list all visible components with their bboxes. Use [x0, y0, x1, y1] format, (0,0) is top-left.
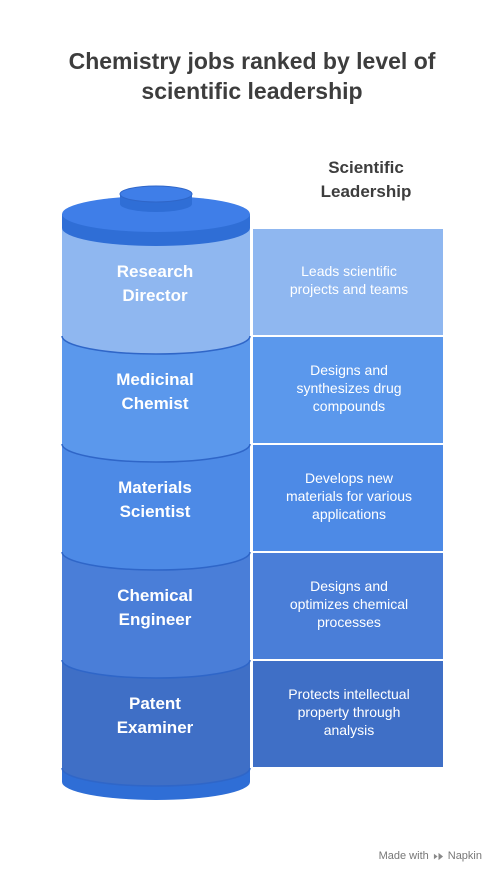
side-column-header: Scientific Leadership — [320, 158, 412, 201]
brand-name: Napkin — [447, 850, 482, 862]
cylinder-segment — [62, 336, 250, 462]
segment-separator — [61, 551, 251, 571]
cylinder-top-face — [62, 196, 250, 232]
role-label: Chemical Engineer — [117, 586, 193, 629]
made-with-text: Made with — [378, 850, 429, 862]
segment-separator — [61, 335, 251, 355]
cylinder-segment — [62, 444, 250, 570]
segment-separator — [61, 443, 251, 463]
role-description: Develops new materials for various appli… — [285, 470, 413, 522]
segment-separator — [61, 767, 251, 787]
diagram-title: Chemistry jobs ranked by level of scient… — [68, 48, 436, 104]
role-label: Patent Examiner — [116, 694, 194, 737]
role-label: Medicinal Chemist — [116, 370, 194, 413]
role-label: Materials Scientist — [118, 478, 192, 521]
description-block — [253, 661, 443, 767]
cylinder-segment — [62, 660, 250, 786]
description-block — [253, 445, 443, 551]
cylinder-knob-top — [119, 185, 193, 203]
description-block — [253, 337, 443, 443]
role-description: Designs and optimizes chemical processes — [289, 578, 409, 630]
cylinder-segment — [62, 552, 250, 678]
role-description: Protects intellectual property through a… — [288, 686, 410, 738]
description-block — [253, 229, 443, 335]
role-description: Designs and synthesizes drug compounds — [296, 362, 402, 414]
segment-separator — [61, 659, 251, 679]
cylinder-segment — [62, 228, 250, 354]
role-description: Leads scientific projects and teams — [289, 263, 409, 297]
role-label: Research Director — [116, 262, 194, 305]
napkin-logo-icon — [433, 852, 443, 860]
footer-credit: Made with Napkin — [379, 850, 482, 862]
description-block — [253, 553, 443, 659]
